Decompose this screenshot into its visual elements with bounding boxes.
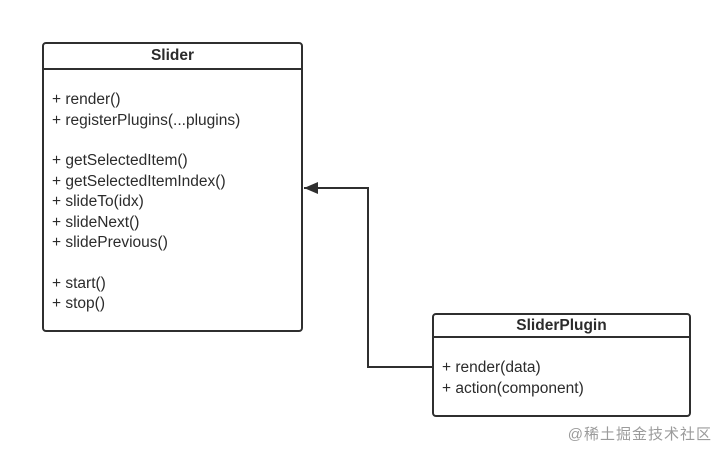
class-members-slider: + render()+ registerPlugins(...plugins)+…	[44, 70, 301, 315]
class-box-sliderplugin: SliderPlugin + render(data) + action(comp…	[432, 313, 691, 417]
method: + action(component)	[442, 379, 584, 397]
class-title-slider: Slider	[44, 44, 301, 70]
watermark: @稀土掘金技术社区	[567, 426, 712, 443]
method-group: + render() + registerPlugins(...plugins)	[52, 90, 295, 131]
method: + slidePrevious()	[52, 234, 168, 251]
class-box-slider: Slider + render() + registerPlugins(...pl…	[42, 42, 303, 332]
method: + render(data)	[442, 359, 541, 376]
class-title-sliderplugin: SliderPlugin	[434, 315, 689, 338]
method: + registerPlugins(...plugins)	[52, 111, 241, 129]
method-group: + getSelectedItem() + getSelectedItemInde…	[52, 151, 295, 254]
method: + getSelectedItemIndex()	[52, 172, 226, 190]
method: + getSelectedItem()	[52, 152, 188, 169]
arrowhead-icon	[304, 182, 318, 194]
method-group: + render(data) + action(component)	[442, 358, 683, 399]
class-members-sliderplugin: + render(data) + action(component)	[434, 338, 689, 399]
association-line	[304, 187, 432, 368]
method: + slideTo(idx)	[52, 193, 144, 210]
method-group: + start() + stop()	[52, 274, 295, 315]
method: + slideNext()	[52, 213, 140, 231]
method: + render()	[52, 91, 121, 108]
method: + start()	[52, 274, 106, 292]
method: + stop()	[52, 295, 105, 312]
